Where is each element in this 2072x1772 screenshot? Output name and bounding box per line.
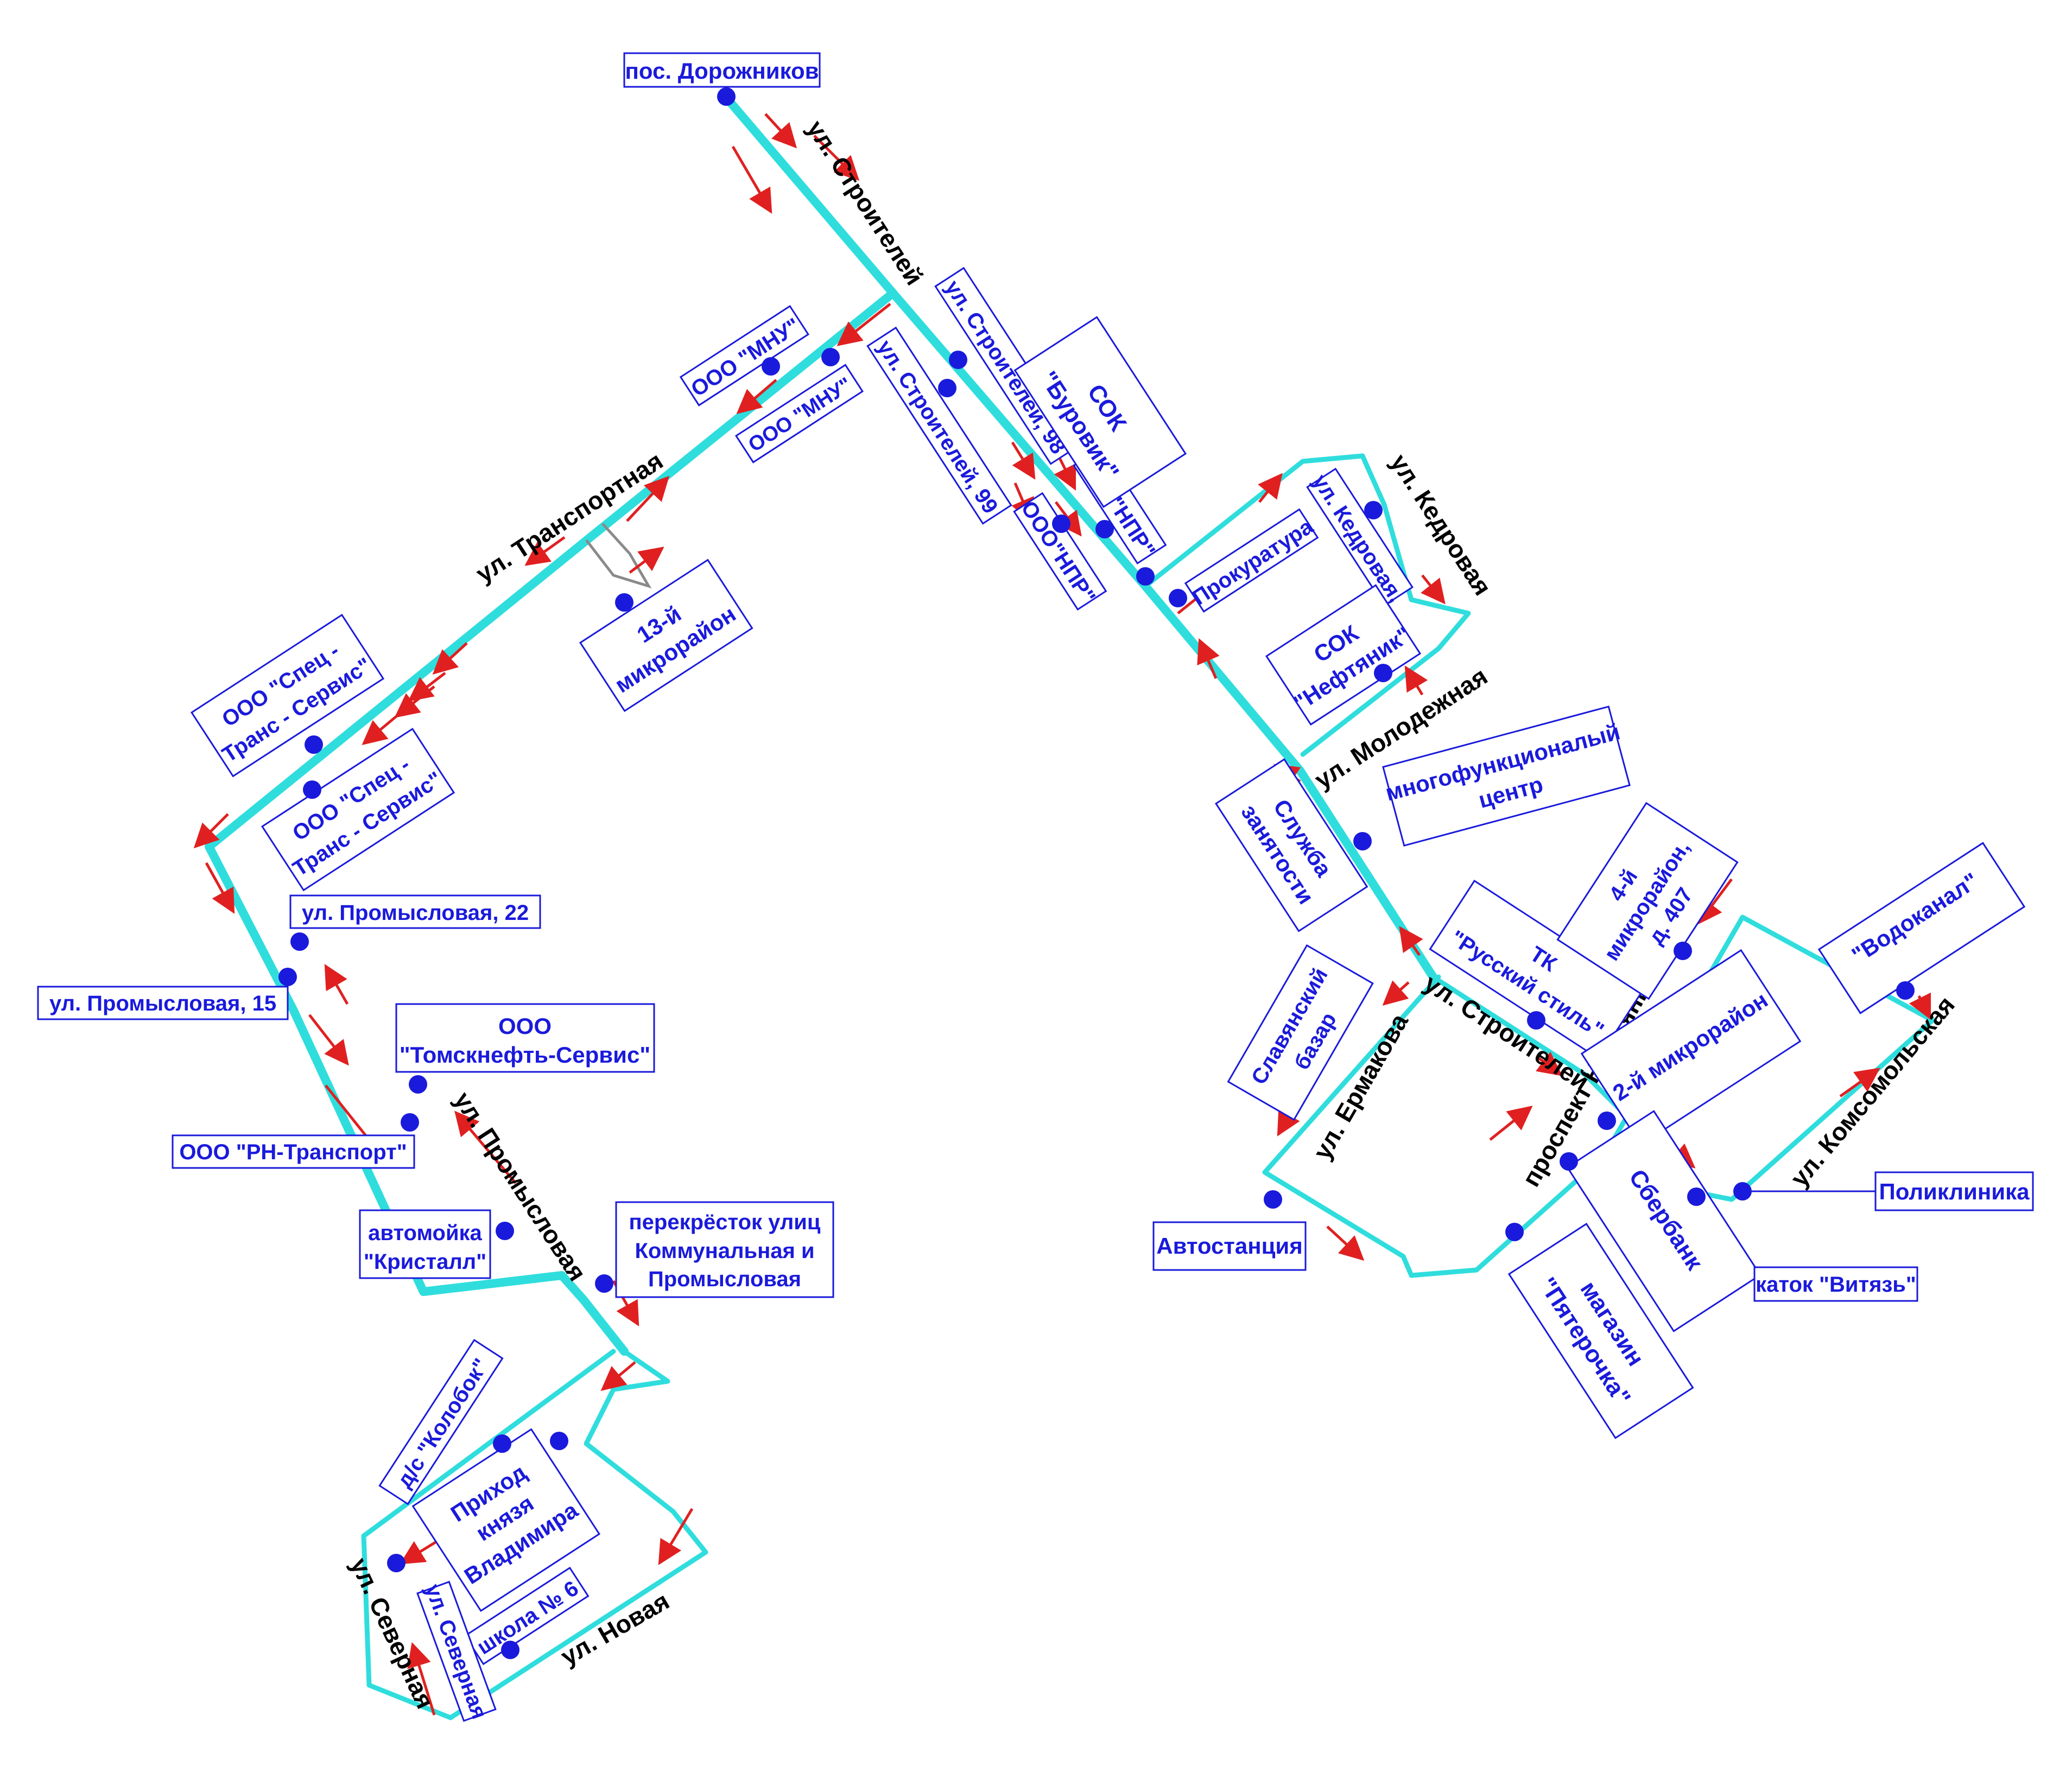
- svg-text:"Томскнефть-Сервис": "Томскнефть-Сервис": [400, 1042, 650, 1068]
- stop-dot[interactable]: [1052, 515, 1070, 533]
- stop-label-npr-2: ООО"НПР": [1013, 492, 1107, 611]
- svg-text:Поликлиника: Поликлиника: [1879, 1179, 2030, 1204]
- svg-text:автомойка: автомойка: [368, 1221, 482, 1245]
- svg-text:каток "Витязь": каток "Витязь": [1756, 1273, 1916, 1297]
- stop-dot[interactable]: [1364, 501, 1383, 519]
- stop-dot[interactable]: [717, 87, 736, 106]
- stop-dot[interactable]: [1095, 520, 1114, 538]
- svg-text:ООО "МНУ": ООО "МНУ": [687, 314, 804, 402]
- stop-label-mnu: ООО "МНУ": [679, 304, 809, 407]
- stop-label-avtostantsiya: Автостанция: [1152, 1221, 1307, 1271]
- street-komsomolskaya: ул. Комсомольская: [1785, 990, 1960, 1192]
- stop-dot[interactable]: [1136, 567, 1155, 586]
- stop-label-sberbank: Сбербанк: [1566, 1110, 1761, 1332]
- stop-dot[interactable]: [493, 1434, 511, 1453]
- stop-dot[interactable]: [1374, 664, 1392, 682]
- stop-label-pos-dorozhnikov: пос. Дорожников: [623, 52, 821, 88]
- svg-text:"Кристалл": "Кристалл": [364, 1250, 486, 1274]
- stop-label-promyslovaya-15: ул. Промысловая, 15: [37, 986, 289, 1020]
- stop-label-poliklinika: Поликлиника: [1748, 1171, 2034, 1211]
- stop-label-kristall: автомойка "Кристалл": [359, 1209, 491, 1279]
- stop-dot[interactable]: [278, 968, 297, 986]
- stop-label-tomskneft: ООО "Томскнефть-Сервис": [395, 1003, 655, 1073]
- stop-dot[interactable]: [1264, 1190, 1282, 1209]
- svg-text:ООО "РН-Транспорт": ООО "РН-Транспорт": [179, 1140, 407, 1164]
- stop-label-promyslovaya-22: ул. Промысловая, 22: [289, 894, 541, 929]
- svg-text:ул. Промысловая, 15: ул. Промысловая, 15: [49, 992, 276, 1015]
- stop-label-spets-1: ООО "Спец - Транс - Сервис": [190, 613, 385, 778]
- stop-dots: [278, 87, 1915, 1659]
- stop-dot[interactable]: [1733, 1182, 1752, 1201]
- stop-dot[interactable]: [949, 351, 967, 369]
- stop-label-kedrovaya: ул. Кедровая,: [1306, 467, 1414, 607]
- stop-label-rn-transport: ООО "РН-Транспорт": [172, 1134, 415, 1169]
- stop-dot[interactable]: [387, 1554, 405, 1572]
- svg-text:ул. Строителей, 99: ул. Строителей, 99: [872, 336, 1002, 518]
- stop-label-mkr-13: 13-й микрорайон: [579, 558, 753, 713]
- street-severnaya: ул. Северная: [345, 1553, 440, 1713]
- stop-dot[interactable]: [1560, 1152, 1578, 1171]
- street-labels: ул. Строителей ул. Транспортная ул. Кедр…: [345, 115, 1960, 1713]
- stop-dot[interactable]: [1527, 1011, 1545, 1030]
- stop-label-prihod: Приход князя Владимира: [411, 1428, 601, 1612]
- stop-label-mnu2: ООО "МНУ": [734, 364, 864, 463]
- stop-labels: пос. Дорожников ООО "МНУ" ООО "МНУ" ул. …: [37, 52, 2034, 1722]
- svg-text:Автостанция: Автостанция: [1156, 1233, 1303, 1259]
- stop-dot[interactable]: [290, 932, 309, 951]
- stop-label-spets-2: ООО "Спец - Транс - Сервис": [261, 727, 455, 892]
- stop-dot[interactable]: [595, 1274, 613, 1293]
- stop-dot[interactable]: [1505, 1223, 1524, 1241]
- stop-dot[interactable]: [938, 379, 956, 397]
- svg-text:Коммунальная и: Коммунальная и: [635, 1239, 814, 1263]
- stop-dot[interactable]: [1598, 1112, 1616, 1130]
- stop-dot[interactable]: [1674, 942, 1692, 960]
- stop-label-perekrestok: перекрёсток улиц Коммунальная и Промысло…: [615, 1201, 834, 1298]
- stop-dot[interactable]: [615, 593, 633, 612]
- loop-13-mkr: [585, 523, 652, 589]
- svg-text:перекрёсток улиц: перекрёсток улиц: [629, 1210, 821, 1234]
- stop-dot[interactable]: [762, 357, 780, 376]
- svg-text:ООО "МНУ": ООО "МНУ": [744, 373, 856, 457]
- route-line-main: [205, 98, 1437, 1356]
- svg-text:пос. Дорожников: пос. Дорожников: [625, 58, 819, 84]
- stop-label-prokuratura: Прокуратура: [1184, 508, 1319, 613]
- stop-label-sok-neftyanik: СОК "Нефтяник": [1265, 584, 1422, 726]
- stop-dot[interactable]: [496, 1222, 514, 1240]
- stop-dot[interactable]: [1896, 981, 1915, 1000]
- stop-dot[interactable]: [1687, 1187, 1706, 1206]
- stop-dot[interactable]: [550, 1432, 568, 1450]
- stop-dot[interactable]: [409, 1075, 427, 1094]
- stop-dot[interactable]: [401, 1113, 419, 1132]
- svg-text:Прокуратура: Прокуратура: [1188, 515, 1317, 610]
- svg-text:ул. Промысловая, 22: ул. Промысловая, 22: [302, 901, 529, 925]
- stop-dot[interactable]: [1169, 589, 1187, 607]
- stop-dot[interactable]: [305, 735, 323, 754]
- stop-dot[interactable]: [821, 348, 840, 366]
- stop-label-katok: каток "Витязь": [1753, 1266, 1918, 1302]
- stop-dot[interactable]: [303, 780, 321, 799]
- svg-text:ООО: ООО: [498, 1013, 552, 1039]
- stop-label-slavyansky: Славянский базар: [1227, 944, 1374, 1121]
- stop-dot[interactable]: [501, 1641, 519, 1659]
- stop-dot[interactable]: [1353, 832, 1372, 850]
- stop-label-vodokanal: "Водоканал": [1817, 842, 2026, 1014]
- svg-text:Промысловая: Промысловая: [648, 1267, 801, 1291]
